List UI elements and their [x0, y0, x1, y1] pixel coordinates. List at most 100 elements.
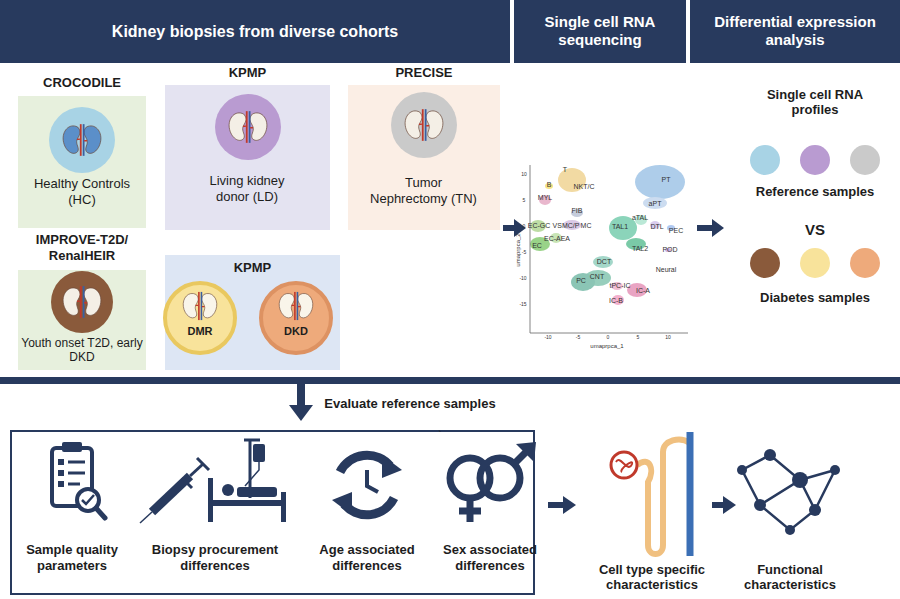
evaluation-box: Sample quality parametersBiopsy procurem… [10, 430, 535, 595]
cohort-circle-tn [391, 92, 457, 158]
umap-plot [612, 295, 624, 305]
cluster-label: aTAL [632, 214, 648, 222]
stray-mark: ` [438, 430, 441, 442]
sex-symbol-icon [450, 458, 490, 498]
flow-arrow [503, 225, 515, 231]
cluster-label: MYL [538, 194, 552, 202]
sample-circles [800, 145, 830, 175]
cluster-label: IC-B [609, 297, 623, 305]
cluster-label: PT [662, 176, 671, 184]
umap-plot [665, 248, 671, 252]
comparison-label: VS [805, 221, 825, 238]
cluster-label: NKT/C [574, 183, 595, 191]
axis-title: umaprpca_2 [515, 233, 522, 266]
procurement-icon [140, 440, 286, 523]
procurement-icon [249, 440, 252, 498]
cluster-label: VSMC/P [553, 222, 580, 230]
tick-label: -15 [519, 302, 526, 308]
procurement-icon [182, 478, 192, 488]
clipboard-icon [52, 442, 105, 518]
procurement-icon [244, 439, 260, 442]
procurement-icon [245, 462, 259, 486]
umap-plot [635, 215, 647, 225]
umap-plot [563, 220, 581, 230]
clipboard-icon [68, 462, 85, 484]
cluster-label: B [547, 181, 552, 189]
cohort-description: Youth onset T2D, early DKD [18, 336, 146, 365]
cluster-label: DCT [597, 258, 611, 266]
network-icon [830, 465, 840, 475]
umap-plot [609, 216, 637, 240]
cohort-circle-dmr [183, 292, 217, 320]
factor-label: Age associated differences [297, 542, 437, 573]
cohort-box: IMPROVE-T2D/ RenalHEIRYouth onset T2D, e… [18, 270, 146, 370]
flow-arrow [548, 502, 564, 508]
clipboard-icon [96, 508, 105, 518]
cluster-label: T [563, 166, 567, 174]
network-icon [742, 455, 835, 530]
cohort-box: CROCODILEHealthy Controls (HC) [18, 96, 146, 228]
umap-plot [593, 256, 613, 268]
cohort-circle-ld [215, 94, 281, 160]
tick-label: 10 [665, 335, 671, 341]
procurement-icon [190, 464, 203, 476]
cohort-circle-dkd [279, 292, 313, 320]
flow-arrow [563, 496, 576, 514]
header-text: Single cell RNA sequencing [525, 13, 675, 49]
umap-plot [530, 165, 688, 333]
cluster-label: EC-GC [528, 222, 551, 230]
clipboard-icon [77, 489, 99, 511]
axis-title: umaprpca_1 [590, 343, 623, 350]
flow-arrow [697, 225, 713, 231]
cohort-circle-dmr [165, 283, 235, 353]
cluster-label: POD [662, 246, 677, 254]
umap-plot [550, 233, 562, 243]
cluster-label: FIB [572, 207, 583, 215]
umap-plot [545, 183, 553, 189]
network-icon [792, 472, 808, 488]
umap-plot [611, 282, 623, 290]
nephron-icon [687, 432, 694, 556]
age-cycle-icon [344, 498, 394, 515]
umap-plot [530, 237, 550, 251]
group-name: DKD [276, 325, 316, 338]
cohort-circle-hc [49, 107, 115, 173]
age-cycle-icon [382, 455, 402, 478]
sample-circles [750, 145, 780, 175]
flow-arrow [723, 496, 736, 514]
group-caption: Reference samples [756, 185, 875, 200]
cluster-label: EC-AEA [544, 235, 570, 243]
umap-plot [585, 270, 611, 286]
cluster-label: aPT [649, 200, 662, 208]
divider-bar [289, 405, 313, 421]
cohort-circle-t2d [51, 271, 113, 333]
umap-plot [667, 225, 675, 231]
factor-label: Biopsy procurement differences [140, 542, 290, 573]
procurement-icon [213, 500, 285, 506]
clipboard-icon [58, 481, 64, 487]
umap-plot [650, 221, 660, 229]
cluster-label: TAL2 [632, 245, 648, 253]
cohort-circle-tn [405, 109, 443, 141]
cohort-circle-ld [229, 111, 267, 143]
tick-label: -5 [576, 335, 580, 341]
procurement-icon [253, 444, 265, 462]
umap-plot [571, 209, 583, 217]
header-band: Single cell RNA sequencing [514, 0, 686, 63]
procurement-icon [222, 484, 234, 496]
umap-plot [558, 168, 586, 192]
flow-arrow [712, 219, 724, 237]
cohort-circle-hc [63, 124, 101, 156]
tick-label: 5 [523, 198, 526, 204]
procurement-icon [281, 492, 286, 522]
sample-circles [850, 145, 880, 175]
flow-arrow [712, 502, 724, 508]
network-icon [785, 525, 795, 535]
umap-plot [626, 238, 646, 250]
sample-circles [750, 145, 880, 278]
header-text: Differential expression analysis [690, 13, 900, 49]
tick-label: 0 [523, 224, 526, 230]
umap-plot [530, 220, 546, 232]
network-icon [737, 449, 840, 535]
